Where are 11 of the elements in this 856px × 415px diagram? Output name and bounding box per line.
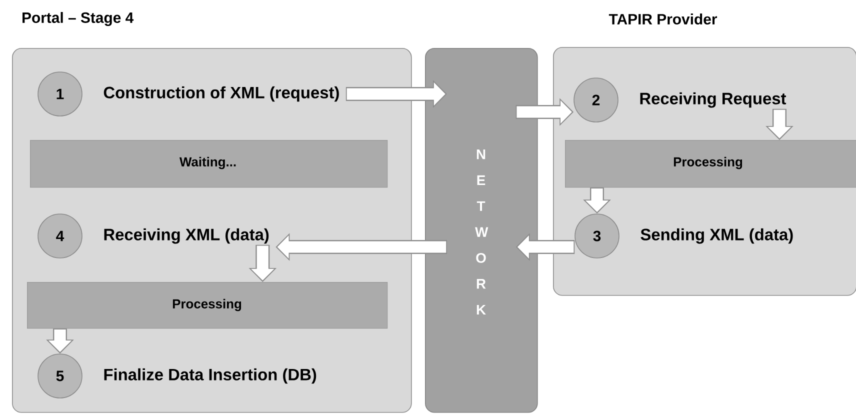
status-bar: Waiting... [30, 140, 388, 188]
step-label: Finalize Data Insertion (DB) [104, 368, 316, 384]
step-label: Sending XML (data) [640, 228, 793, 244]
step-label: Receiving XML (data) [104, 228, 269, 244]
node-label: Portal – Stage 4 [22, 12, 134, 26]
step-label: Construction of XML (request) [104, 86, 339, 102]
status-bar: Processing [27, 282, 388, 329]
network-column: N E T W O R K [425, 48, 538, 413]
step-label: Receiving Request [640, 92, 786, 108]
status-bar: Processing [565, 140, 856, 188]
node-label: TAPIR Provider [608, 14, 718, 24]
